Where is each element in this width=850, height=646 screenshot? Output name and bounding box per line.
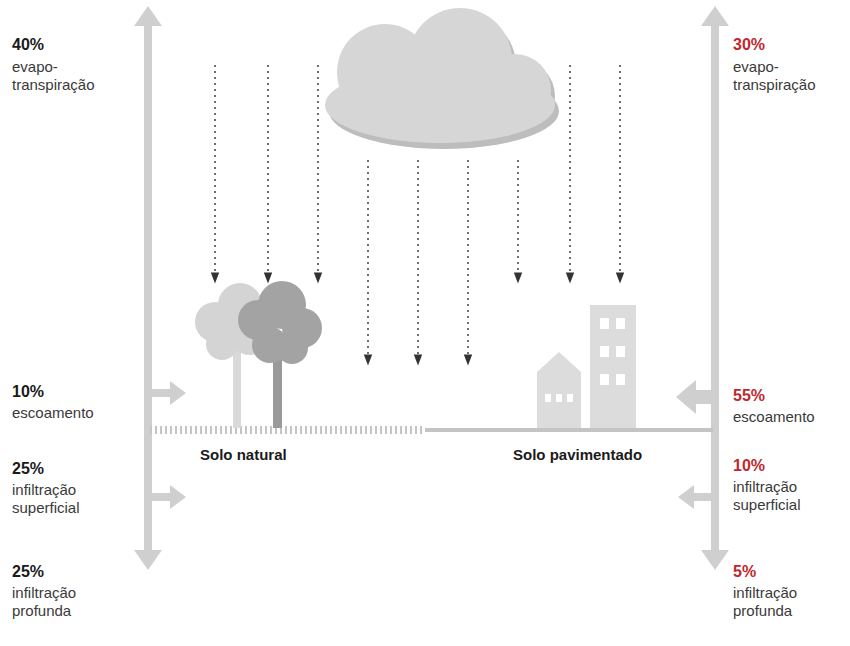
rain-lines [215, 65, 620, 360]
soil-label: Solo pavimentado [513, 446, 642, 464]
process-label: infiltração profunda [12, 584, 127, 620]
process-label: infiltração superficial [12, 481, 127, 517]
percent-value: 25% [12, 563, 132, 581]
percent-value: 25% [12, 460, 132, 478]
soil-label: Solo natural [200, 446, 287, 464]
cloud [325, 8, 559, 149]
trees [195, 281, 322, 428]
right-axis-arrow [676, 6, 729, 570]
process-label: infiltração superficial [733, 478, 843, 514]
percent-value: 5% [733, 563, 843, 581]
process-label: escoamento [733, 408, 843, 426]
process-label: evapo- transpiração [733, 58, 843, 94]
process-label: escoamento [12, 404, 137, 422]
process-label: infiltração profunda [733, 584, 843, 620]
paved-soil [425, 428, 713, 432]
buildings [537, 305, 636, 428]
process-label: evapo- transpiração [12, 58, 127, 94]
natural-soil [150, 426, 425, 434]
percent-value: 30% [733, 36, 843, 54]
percent-value: 10% [12, 383, 132, 401]
percent-value: 55% [733, 387, 843, 405]
left-axis-arrow [134, 6, 186, 570]
percent-value: 40% [12, 36, 132, 54]
percent-value: 10% [733, 457, 843, 475]
